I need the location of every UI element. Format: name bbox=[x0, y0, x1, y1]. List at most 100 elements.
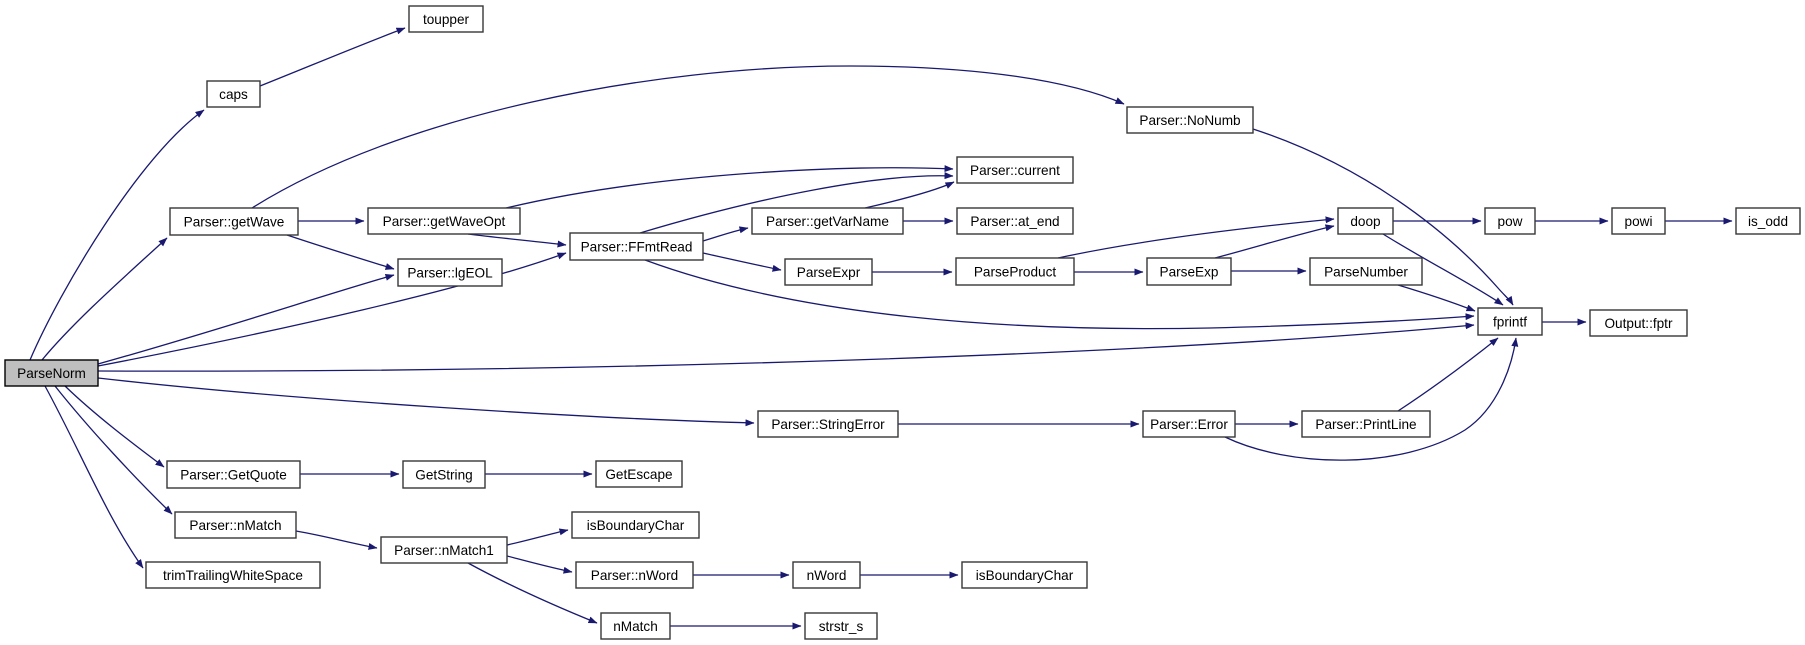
node-box-pow[interactable] bbox=[1484, 207, 1536, 235]
node-box-lgEOL[interactable] bbox=[397, 258, 503, 287]
node-box-trimTWS[interactable] bbox=[145, 561, 321, 589]
node-at_end[interactable]: Parser::at_end bbox=[956, 207, 1074, 235]
node-PrintLine[interactable]: Parser::PrintLine bbox=[1301, 410, 1431, 438]
node-label-nMatch: nMatch bbox=[613, 619, 658, 634]
node-NoNumb[interactable]: Parser::NoNumb bbox=[1126, 106, 1254, 134]
node-current[interactable]: Parser::current bbox=[956, 156, 1074, 184]
node-box-ParseExpr[interactable] bbox=[784, 258, 873, 286]
node-box-nWord[interactable] bbox=[792, 561, 861, 589]
node-box-StringError[interactable] bbox=[757, 410, 899, 438]
node-box-fprintf[interactable] bbox=[1477, 307, 1543, 336]
node-box-is_odd[interactable] bbox=[1735, 207, 1801, 235]
node-box-GetString[interactable] bbox=[402, 460, 486, 489]
node-box-ParseNumber[interactable] bbox=[1309, 257, 1423, 286]
node-nWord_P[interactable]: Parser::nWord bbox=[575, 561, 694, 589]
node-nWord[interactable]: nWord bbox=[792, 561, 861, 589]
node-getWaveOpt[interactable]: Parser::getWaveOpt bbox=[367, 207, 521, 235]
node-ParseNumber[interactable]: ParseNumber bbox=[1309, 257, 1423, 286]
node-label-getVarName: Parser::getVarName bbox=[766, 214, 889, 229]
edge-ParseNorm-to-fprintf bbox=[97, 322, 1475, 372]
edge-ParseNorm-to-getWave bbox=[41, 237, 168, 361]
node-label-caps: caps bbox=[219, 87, 248, 102]
node-Output_fptr[interactable]: Output::fptr bbox=[1589, 309, 1688, 337]
node-box-isBoundaryChar2[interactable] bbox=[961, 561, 1088, 589]
edge-nMatch_P-to-nMatch1 bbox=[295, 530, 378, 550]
node-StringError[interactable]: Parser::StringError bbox=[757, 410, 899, 438]
node-box-ParseProduct[interactable] bbox=[955, 257, 1075, 286]
node-nMatch[interactable]: nMatch bbox=[600, 612, 671, 640]
node-GetEscape[interactable]: GetEscape bbox=[595, 460, 683, 488]
node-isBoundaryChar2[interactable]: isBoundaryChar bbox=[961, 561, 1088, 589]
node-box-getWaveOpt[interactable] bbox=[367, 207, 521, 235]
node-isBoundaryChar[interactable]: isBoundaryChar bbox=[571, 511, 700, 539]
edge-ParseNorm-to-trimTWS bbox=[44, 385, 144, 569]
node-label-lgEOL: Parser::lgEOL bbox=[407, 265, 493, 280]
node-label-getWave: Parser::getWave bbox=[184, 214, 285, 229]
node-powi[interactable]: powi bbox=[1611, 207, 1666, 235]
node-nMatch1[interactable]: Parser::nMatch1 bbox=[380, 536, 508, 564]
node-box-GetEscape[interactable] bbox=[595, 460, 683, 488]
node-box-getWave[interactable] bbox=[169, 207, 299, 236]
node-box-powi[interactable] bbox=[1611, 207, 1666, 235]
node-ParseExp[interactable]: ParseExp bbox=[1146, 257, 1232, 286]
node-ParseProduct[interactable]: ParseProduct bbox=[955, 257, 1075, 286]
node-box-nMatch1[interactable] bbox=[380, 536, 508, 564]
node-getWave[interactable]: Parser::getWave bbox=[169, 207, 299, 236]
node-toupper[interactable]: toupper bbox=[408, 5, 484, 33]
edge-getWaveOpt-to-FFmtRead bbox=[467, 233, 567, 248]
node-strstr_s[interactable]: strstr_s bbox=[804, 612, 878, 640]
node-label-doop: doop bbox=[1350, 214, 1380, 229]
node-label-current: Parser::current bbox=[970, 163, 1060, 178]
node-box-Output_fptr[interactable] bbox=[1589, 309, 1688, 337]
node-label-ParseExpr: ParseExpr bbox=[797, 265, 861, 280]
node-GetString[interactable]: GetString bbox=[402, 460, 486, 489]
node-box-nMatch_P[interactable] bbox=[174, 511, 297, 539]
node-box-at_end[interactable] bbox=[956, 207, 1074, 235]
node-box-toupper[interactable] bbox=[408, 5, 484, 33]
edge-getWave-to-lgEOL bbox=[286, 234, 395, 270]
node-box-NoNumb[interactable] bbox=[1126, 106, 1254, 134]
edge-FFmtRead-to-ParseExpr bbox=[702, 252, 782, 272]
node-ParseExpr[interactable]: ParseExpr bbox=[784, 258, 873, 286]
node-fprintf[interactable]: fprintf bbox=[1477, 307, 1543, 336]
node-label-Output_fptr: Output::fptr bbox=[1604, 316, 1672, 331]
node-label-getWaveOpt: Parser::getWaveOpt bbox=[383, 214, 506, 229]
node-label-Error: Parser::Error bbox=[1150, 417, 1228, 432]
node-box-PrintLine[interactable] bbox=[1301, 410, 1431, 438]
node-caps[interactable]: caps bbox=[206, 80, 261, 108]
node-box-getVarName[interactable] bbox=[751, 207, 904, 235]
node-box-strstr_s[interactable] bbox=[804, 612, 878, 640]
node-lgEOL[interactable]: Parser::lgEOL bbox=[397, 258, 503, 287]
edge-ParseNorm-to-caps bbox=[29, 109, 205, 361]
node-box-ParseNorm bbox=[4, 359, 99, 387]
edge-Error-to-fprintf bbox=[1224, 337, 1519, 461]
node-pow[interactable]: pow bbox=[1484, 207, 1536, 235]
node-GetQuote[interactable]: Parser::GetQuote bbox=[166, 460, 301, 489]
node-box-GetQuote[interactable] bbox=[166, 460, 301, 489]
node-box-current[interactable] bbox=[956, 156, 1074, 184]
node-box-FFmtRead[interactable] bbox=[569, 232, 704, 261]
node-box-doop[interactable] bbox=[1337, 207, 1394, 235]
edge-ParseExp-to-doop bbox=[1214, 224, 1335, 259]
node-FFmtRead[interactable]: Parser::FFmtRead bbox=[569, 232, 704, 261]
node-box-caps[interactable] bbox=[206, 80, 261, 108]
node-is_odd[interactable]: is_odd bbox=[1735, 207, 1801, 235]
edge-PrintLine-to-fprintf bbox=[1397, 337, 1499, 412]
node-box-isBoundaryChar[interactable] bbox=[571, 511, 700, 539]
node-doop[interactable]: doop bbox=[1337, 207, 1394, 235]
node-trimTWS[interactable]: trimTrailingWhiteSpace bbox=[145, 561, 321, 589]
edge-nMatch1-to-nMatch bbox=[467, 562, 598, 624]
node-box-nMatch[interactable] bbox=[600, 612, 671, 640]
node-label-PrintLine: Parser::PrintLine bbox=[1315, 417, 1416, 432]
node-nMatch_P[interactable]: Parser::nMatch bbox=[174, 511, 297, 539]
edge-doop-to-fprintf bbox=[1382, 233, 1504, 306]
edge-ParseNorm-to-StringError bbox=[97, 377, 755, 427]
node-box-Error[interactable] bbox=[1142, 410, 1236, 438]
node-box-ParseExp[interactable] bbox=[1146, 257, 1232, 286]
node-label-fprintf: fprintf bbox=[1493, 314, 1527, 329]
edge-nMatch1-to-isBoundaryChar bbox=[506, 528, 569, 546]
node-box-nWord_P[interactable] bbox=[575, 561, 694, 589]
node-Error[interactable]: Parser::Error bbox=[1142, 410, 1236, 438]
node-label-NoNumb: Parser::NoNumb bbox=[1139, 113, 1240, 128]
node-getVarName[interactable]: Parser::getVarName bbox=[751, 207, 904, 235]
